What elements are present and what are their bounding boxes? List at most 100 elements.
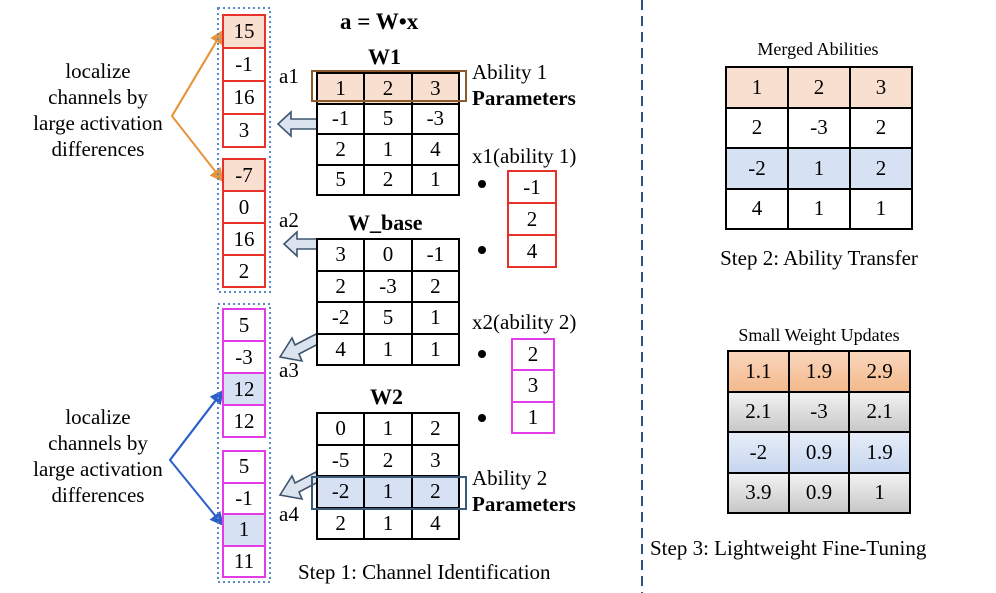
merged-matrix: 1 2 3 2 -3 2 -2 1 2 4 1 1 — [725, 66, 913, 230]
multiply-dot — [478, 414, 486, 422]
input-label-x1: x1(ability 1) — [472, 144, 577, 168]
formula: a = W•x — [340, 9, 419, 34]
vector-cell: -1 — [224, 49, 264, 80]
matrix-cell: 1 — [412, 165, 458, 194]
matrix-cell: -2 — [727, 149, 787, 188]
matrix-cell: 2 — [365, 74, 411, 103]
matrix-cell: -3 — [789, 108, 849, 147]
matrix-cell: 3 — [318, 240, 364, 270]
vector-cell: 0 — [224, 192, 264, 222]
activation-group-top — [217, 7, 271, 293]
vector-cell: 11 — [224, 546, 264, 576]
output-arrow-a3 — [278, 332, 322, 363]
matrix-cell: -3 — [412, 104, 458, 133]
ability2-highlight — [311, 476, 467, 510]
activation-vector-a2: -7 0 16 2 — [222, 158, 266, 288]
matrix-cell: 2 — [318, 135, 364, 164]
output-arrow-a1 — [276, 110, 319, 138]
vector-cell: 15 — [224, 16, 264, 47]
matrix-cell: 2.1 — [850, 392, 909, 431]
matrix-cell: 3.9 — [729, 473, 788, 512]
matrix-cell: 1 — [365, 508, 411, 538]
step2-caption: Step 2: Ability Transfer — [720, 246, 918, 270]
matrix-cell: 5 — [318, 165, 364, 194]
matrix-cell: 4 — [727, 189, 787, 228]
vector-cell: 12 — [224, 406, 264, 436]
matrix-cell: 2 — [412, 271, 458, 301]
matrix-cell: 3 — [412, 445, 458, 475]
matrix-cell: 1 — [412, 334, 458, 364]
vector-cell: 2 — [513, 340, 553, 370]
matrix-cell: 0.9 — [789, 433, 849, 472]
matrix-title-wbase: W_base — [348, 210, 423, 235]
small-title: Small Weight Updates — [738, 325, 900, 345]
matrix-cell: 2 — [789, 68, 849, 107]
matrix-cell: 3 — [412, 74, 458, 103]
activation-label-a3: a3 — [279, 358, 299, 382]
matrix-cell: 5 — [365, 303, 411, 333]
vector-cell: 1 — [224, 515, 264, 545]
matrix-title-w2: W2 — [370, 384, 403, 409]
vector-cell: 3 — [224, 115, 264, 146]
matrix-cell: 4 — [412, 135, 458, 164]
matrix-cell: 2.9 — [850, 352, 909, 391]
vector-cell: 16 — [224, 82, 264, 113]
vector-cell: 4 — [509, 236, 555, 266]
matrix-cell: -3 — [789, 392, 849, 431]
matrix-cell: 1 — [365, 477, 411, 507]
matrix-w2: 0 1 2 -5 2 3 -2 1 2 2 1 4 — [316, 412, 460, 540]
vector-cell: 5 — [224, 310, 264, 340]
activation-vector-a4: 5 -1 1 11 — [222, 450, 266, 578]
matrix-cell: 1 — [412, 303, 458, 333]
matrix-cell: -2 — [318, 303, 364, 333]
matrix-cell: 2.1 — [729, 392, 788, 431]
matrix-wbase: 3 0 -1 2 -3 2 -2 5 1 4 1 1 — [316, 238, 460, 366]
matrix-cell: 3 — [851, 68, 911, 107]
activation-group-bottom — [217, 303, 271, 583]
small-matrix: 1.1 1.9 2.9 2.1 -3 2.1 -2 0.9 1.9 3.9 0.… — [727, 350, 911, 514]
vector-cell: 16 — [224, 224, 264, 254]
multiply-dot — [478, 180, 486, 188]
vector-cell: -1 — [224, 483, 264, 513]
matrix-cell: 2 — [412, 477, 458, 507]
vector-cell: -1 — [509, 172, 555, 202]
ability2-params: Parameters — [472, 492, 576, 516]
ability1-params: Parameters — [472, 86, 576, 110]
output-arrow-a2 — [282, 230, 319, 258]
vector-cell: 2 — [224, 256, 264, 286]
matrix-cell: 1 — [727, 68, 787, 107]
matrix-cell: -1 — [318, 104, 364, 133]
matrix-cell: 1 — [851, 189, 911, 228]
matrix-cell: 2 — [318, 508, 364, 538]
vector-cell: -7 — [224, 160, 264, 190]
matrix-cell: 1.1 — [729, 352, 788, 391]
vector-cell: -3 — [224, 342, 264, 372]
matrix-cell: -5 — [318, 445, 364, 475]
merged-title: Merged Abilities — [757, 39, 879, 59]
matrix-cell: 1 — [365, 135, 411, 164]
matrix-cell: 1 — [365, 414, 411, 444]
ability1-highlight — [311, 70, 467, 102]
matrix-cell: 2 — [365, 165, 411, 194]
matrix-cell: 1 — [789, 189, 849, 228]
matrix-title-w1: W1 — [368, 44, 401, 69]
matrix-cell: 2 — [851, 149, 911, 188]
matrix-cell: 0 — [365, 240, 411, 270]
matrix-cell: -2 — [318, 477, 364, 507]
matrix-w1: 1 2 3 -1 5 -3 2 1 4 5 2 1 — [316, 72, 460, 196]
matrix-cell: 2 — [727, 108, 787, 147]
locate-arrow-top — [170, 31, 224, 183]
ability1-label: Ability 1 — [472, 60, 548, 84]
step1-caption: Step 1: Channel Identification — [298, 560, 551, 584]
matrix-cell: 1.9 — [850, 433, 909, 472]
activation-label-a2: a2 — [279, 208, 299, 232]
activation-vector-a3: 5 -3 12 12 — [222, 308, 266, 438]
matrix-cell: 4 — [318, 334, 364, 364]
activation-vector-a1: 15 -1 16 3 — [222, 14, 266, 148]
step3-caption: Step 3: Lightweight Fine-Tuning — [650, 536, 927, 560]
input-vector-x2: 2 3 1 — [511, 338, 555, 434]
locate-arrow-bottom-start — [169, 389, 224, 461]
